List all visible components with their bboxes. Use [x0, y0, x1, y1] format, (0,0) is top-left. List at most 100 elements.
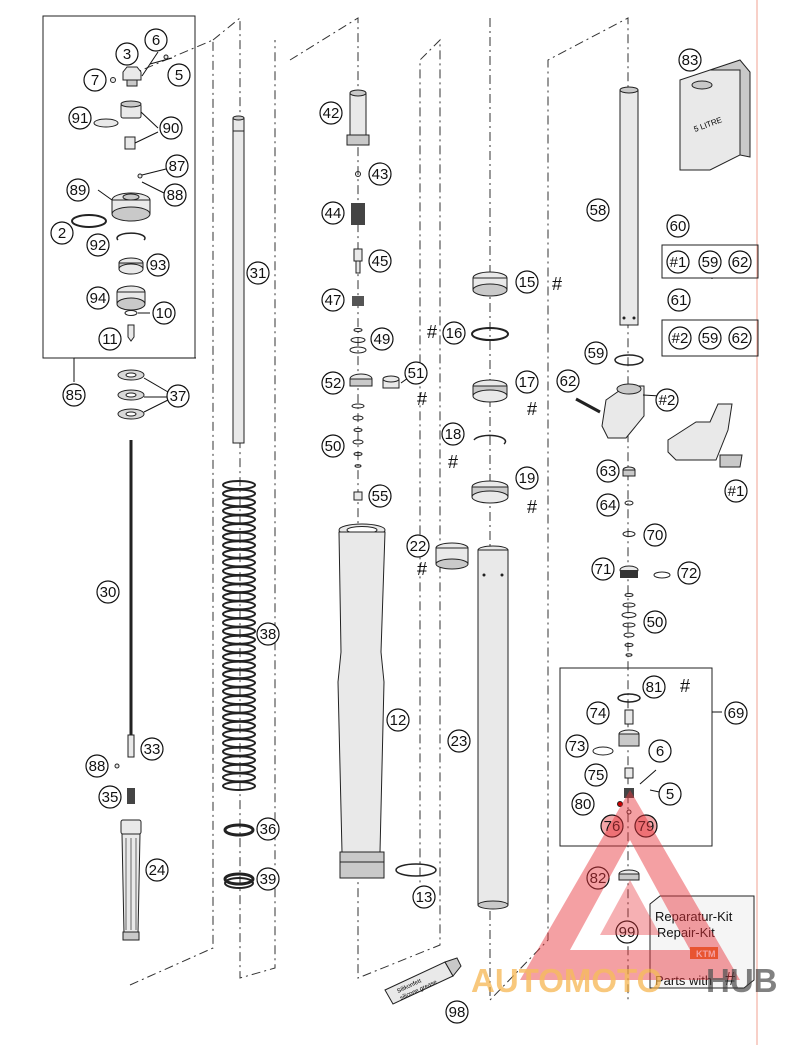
callout-number: 99 — [619, 924, 636, 941]
callout-circle — [584, 341, 608, 365]
part-washer-36 — [223, 823, 255, 837]
part-oil-can-83: 5 LITRE — [679, 59, 751, 171]
callout-circle — [586, 198, 610, 222]
callout-circle — [159, 116, 183, 140]
kit-hash-mark: # — [417, 389, 427, 409]
kit-box-61 — [661, 319, 759, 357]
callout-number: 6 — [656, 743, 664, 760]
callout-circle — [667, 288, 691, 312]
callout-circle — [62, 383, 86, 407]
part-piston-71 — [619, 565, 639, 578]
part-ring-72 — [653, 571, 671, 579]
callout-number: 31 — [250, 265, 267, 282]
callout-c39: 39 — [256, 867, 280, 891]
callout-circle — [565, 734, 589, 758]
callout-c99: 99 — [615, 920, 639, 944]
callout-circle — [655, 388, 679, 412]
callout-number: 5 — [175, 67, 183, 84]
callout-c24: 24 — [145, 858, 169, 882]
callout-circle — [115, 42, 139, 66]
callout-circle — [634, 814, 658, 838]
callout-c64: 64 — [596, 493, 620, 517]
callout-number: 88 — [89, 758, 106, 775]
callout-cb1s: #1 — [666, 250, 690, 274]
callout-c73: 73 — [565, 734, 589, 758]
callout-circle — [586, 866, 610, 890]
callout-c5b: 5 — [658, 782, 682, 806]
part-pump-rod-24 — [120, 819, 142, 941]
part-bushing-15 — [472, 271, 508, 297]
callout-circle — [728, 250, 752, 274]
callout-number: 13 — [416, 889, 433, 906]
part-sleeve-11 — [127, 324, 135, 342]
callout-number: 23 — [451, 733, 468, 750]
callout-circle — [140, 737, 164, 761]
spring-coil — [222, 669, 256, 680]
callout-circle — [165, 154, 189, 178]
callout-circle — [321, 288, 345, 312]
callout-c11: 11 — [98, 327, 122, 351]
callout-number: 59 — [588, 345, 605, 362]
callout-circle — [447, 729, 471, 753]
callout-c82: 82 — [586, 866, 610, 890]
kit-hash-mark: # — [527, 399, 537, 419]
part-valve-45 — [353, 248, 363, 274]
callout-cb1: #1 — [724, 479, 748, 503]
callout-c43: 43 — [368, 162, 392, 186]
callout-c62b: 62 — [728, 326, 752, 350]
callout-circle — [596, 459, 620, 483]
callout-circle — [648, 739, 672, 763]
callout-c17: 17 — [515, 370, 539, 394]
part-cartridge-top-42 — [346, 89, 370, 146]
callout-circle — [98, 785, 122, 809]
callout-number: 69 — [728, 705, 745, 722]
kit-hash-mark: # — [527, 497, 537, 517]
callout-c33: 33 — [140, 737, 164, 761]
spring-coil — [222, 746, 256, 757]
callout-circle — [368, 484, 392, 508]
callout-number: 52 — [325, 375, 342, 392]
callout-c18: 18 — [441, 422, 465, 446]
part-grease-tube-98: Silikonfett silicone grease — [384, 957, 462, 1005]
part-ball-5 — [163, 54, 169, 60]
callout-circle — [386, 708, 410, 732]
callout-circle — [86, 286, 110, 310]
callout-c22: 22 — [406, 534, 430, 558]
callout-circle — [256, 622, 280, 646]
callout-number: 7 — [91, 72, 99, 89]
callout-number: 93 — [150, 257, 167, 274]
callout-number: #2 — [659, 392, 676, 409]
callout-c51: 51 — [404, 361, 428, 385]
callout-circle — [586, 701, 610, 725]
callout-number: 63 — [600, 463, 617, 480]
callout-number: 87 — [169, 158, 186, 175]
callout-circle — [666, 250, 690, 274]
callout-circle — [658, 782, 682, 806]
callout-circle — [167, 63, 191, 87]
part-shims-49 — [349, 328, 367, 354]
callout-c80: 80 — [571, 792, 595, 816]
spring-coil — [222, 660, 256, 671]
callout-c2: 2 — [50, 221, 74, 245]
callout-circle — [724, 701, 748, 725]
part-seal-17 — [472, 379, 508, 403]
callout-circle — [404, 361, 428, 385]
callout-c23: 23 — [447, 729, 471, 753]
part-tube-58 — [619, 86, 639, 326]
callout-number: 71 — [595, 561, 612, 578]
callout-number: 24 — [149, 862, 166, 879]
callout-number: 59 — [702, 254, 719, 271]
callout-number: 88 — [167, 187, 184, 204]
spring-coil — [222, 781, 256, 791]
callout-number: 59 — [702, 330, 719, 347]
callout-c13: 13 — [412, 885, 436, 909]
part-spring-80 — [624, 788, 634, 798]
callout-number: 60 — [670, 218, 687, 235]
part-nut-94 — [116, 285, 146, 311]
callout-number: 73 — [569, 738, 586, 755]
callout-c10: 10 — [152, 301, 176, 325]
part-oring-2 — [71, 214, 107, 228]
callout-circle — [98, 327, 122, 351]
